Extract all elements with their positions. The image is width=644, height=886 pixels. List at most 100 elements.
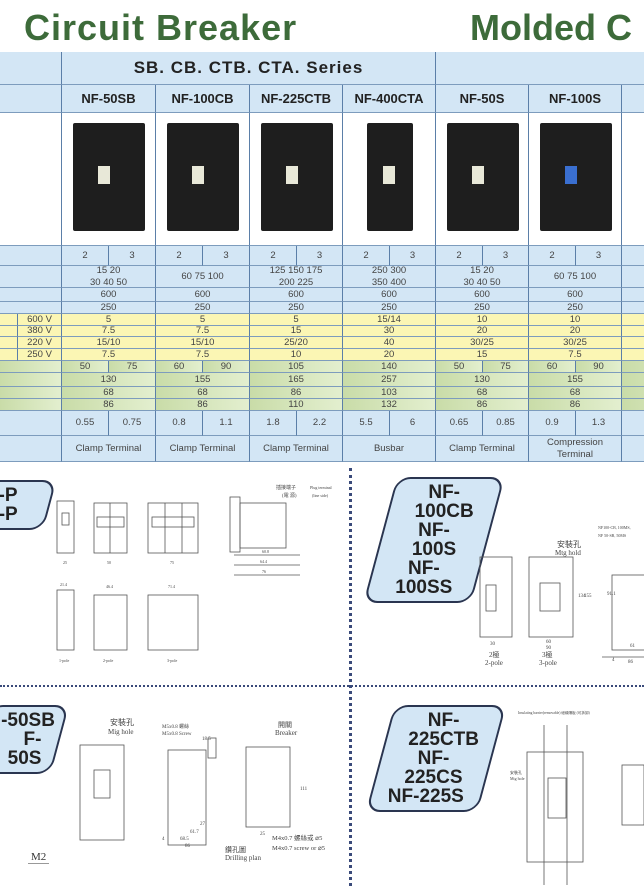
- svg-text:25: 25: [260, 832, 266, 837]
- svg-text:2-pole: 2-pole: [485, 659, 503, 667]
- svg-text:61.7: 61.7: [190, 830, 199, 835]
- svg-text:90: 90: [546, 646, 552, 651]
- svg-text:91.1: 91.1: [607, 592, 616, 597]
- model-header: N: [622, 85, 644, 113]
- svg-text:18.5: 18.5: [202, 737, 211, 742]
- svg-text:71.4: 71.4: [168, 584, 175, 589]
- photo-label-blank: [0, 113, 62, 246]
- voltage-label: 220 V: [18, 337, 62, 349]
- row-label-blank: [0, 373, 62, 387]
- svg-text:3極: 3極: [542, 650, 553, 659]
- table-cell: 105: [250, 361, 343, 373]
- breaker-image: [539, 123, 612, 231]
- table-cell: 86: [436, 399, 529, 411]
- svg-text:安裝孔: 安裝孔: [510, 769, 522, 775]
- svg-text:4: 4: [162, 837, 165, 842]
- svg-text:3-pole: 3-pole: [167, 658, 177, 663]
- table-cell: 3: [483, 246, 529, 266]
- series-header-right: [436, 52, 644, 85]
- table-cell: 600: [250, 288, 343, 302]
- table-cell: 3: [109, 246, 156, 266]
- table-cell: 250: [156, 302, 250, 314]
- svg-text:Breaker: Breaker: [275, 729, 298, 737]
- voltage-label: 380 V: [18, 325, 62, 337]
- row-label-blank: [0, 387, 62, 399]
- table-cell: 7.5: [156, 325, 250, 337]
- table-cell: 1.3: [576, 411, 622, 436]
- table-cell: 20: [343, 349, 436, 361]
- svg-text:M4x0.7 螺絲或 ⌀5: M4x0.7 螺絲或 ⌀5: [272, 833, 322, 842]
- table-cell: 90: [576, 361, 622, 373]
- table-cell: 15/10: [156, 337, 250, 349]
- svg-text:M5x0.8 Screw: M5x0.8 Screw: [162, 732, 192, 737]
- table-cell: 125 150 175 200 225: [250, 265, 343, 288]
- table-cell: 250 300 350 400: [343, 265, 436, 288]
- table-cell: 110: [250, 399, 343, 411]
- model-header: NF-50SB: [62, 85, 156, 113]
- row-label-blank: [0, 399, 62, 411]
- table-cell: 155: [529, 373, 622, 387]
- table-cell: 5.5: [343, 411, 390, 436]
- svg-text:64.4: 64.4: [260, 559, 267, 564]
- table-cell: 5: [62, 314, 156, 326]
- svg-text:75: 75: [170, 560, 174, 565]
- table-cell: 75: [483, 361, 529, 373]
- table-cell: Clamp Terminal: [250, 436, 343, 462]
- table-cell: Clamp Terminal: [156, 436, 250, 462]
- breaker-image: [260, 123, 333, 231]
- svg-text:3-pole: 3-pole: [539, 659, 557, 667]
- svg-text:21.4: 21.4: [60, 582, 67, 587]
- breaker-photo: [156, 113, 250, 246]
- model-label-blank: [0, 85, 62, 113]
- table-cell: 0.65: [436, 411, 483, 436]
- svg-text:(電 源): (電 源): [282, 492, 297, 499]
- row-label-blank: [0, 361, 62, 373]
- svg-text:76: 76: [262, 569, 266, 574]
- table-cell: 0.8: [156, 411, 203, 436]
- table-cell: Busbar: [343, 436, 436, 462]
- svg-text:2-pole: 2-pole: [103, 658, 113, 663]
- horizontal-divider: [0, 685, 644, 687]
- table-cell: 75: [109, 361, 156, 373]
- table-cell: 600: [62, 288, 156, 302]
- svg-text:M4x0.7 screw or ⌀5: M4x0.7 screw or ⌀5: [272, 845, 325, 852]
- row-label-group: [0, 326, 18, 337]
- model-header: NF-400CTA: [343, 85, 436, 113]
- svg-text:111: 111: [300, 787, 308, 792]
- table-cell: 30/25: [436, 337, 529, 349]
- series-label-blank: [0, 52, 62, 85]
- svg-text:4: 4: [612, 658, 615, 663]
- table-cell: 130: [62, 373, 156, 387]
- svg-text:安裝孔: 安裝孔: [557, 539, 581, 549]
- table-cell: 6: [622, 361, 644, 373]
- svg-text:鑽孔圖: 鑽孔圖: [225, 845, 246, 854]
- table-cell: 257: [343, 373, 436, 387]
- table-cell: [622, 302, 644, 314]
- series-header: SB. CB. CTB. CTA. Series: [62, 52, 436, 85]
- svg-text:Plug terminal: Plug terminal: [310, 485, 333, 490]
- table-cell: 30: [343, 325, 436, 337]
- row-label-group: [0, 349, 18, 361]
- table-cell: 15 20 30 40 50: [62, 265, 156, 288]
- table-cell: Compression Terminal: [529, 436, 622, 462]
- voltage-label: 600 V: [18, 314, 62, 326]
- table-cell: 86: [529, 399, 622, 411]
- table-cell: 60 75 100: [529, 266, 622, 288]
- table-cell: 0.55: [62, 411, 109, 436]
- model-header: NF-100CB: [156, 85, 250, 113]
- table-cell: 15: [436, 349, 529, 361]
- table-cell: [622, 349, 644, 361]
- row-label-blank: [0, 411, 62, 436]
- breaker-image: [366, 123, 413, 231]
- table-cell: [622, 326, 644, 337]
- table-cell: 7.5: [529, 349, 622, 361]
- table-cell: 60: [529, 361, 576, 373]
- table-cell: 15/14: [343, 314, 436, 326]
- svg-text:插接端子: 插接端子: [276, 484, 296, 491]
- table-cell: 90: [203, 361, 250, 373]
- table-cell: [622, 373, 644, 387]
- table-cell: 250: [62, 302, 156, 314]
- table-cell: 250: [250, 302, 343, 314]
- row-label-group: [0, 337, 18, 349]
- svg-text:NF 50-SB, 50MS: NF 50-SB, 50MS: [598, 533, 626, 539]
